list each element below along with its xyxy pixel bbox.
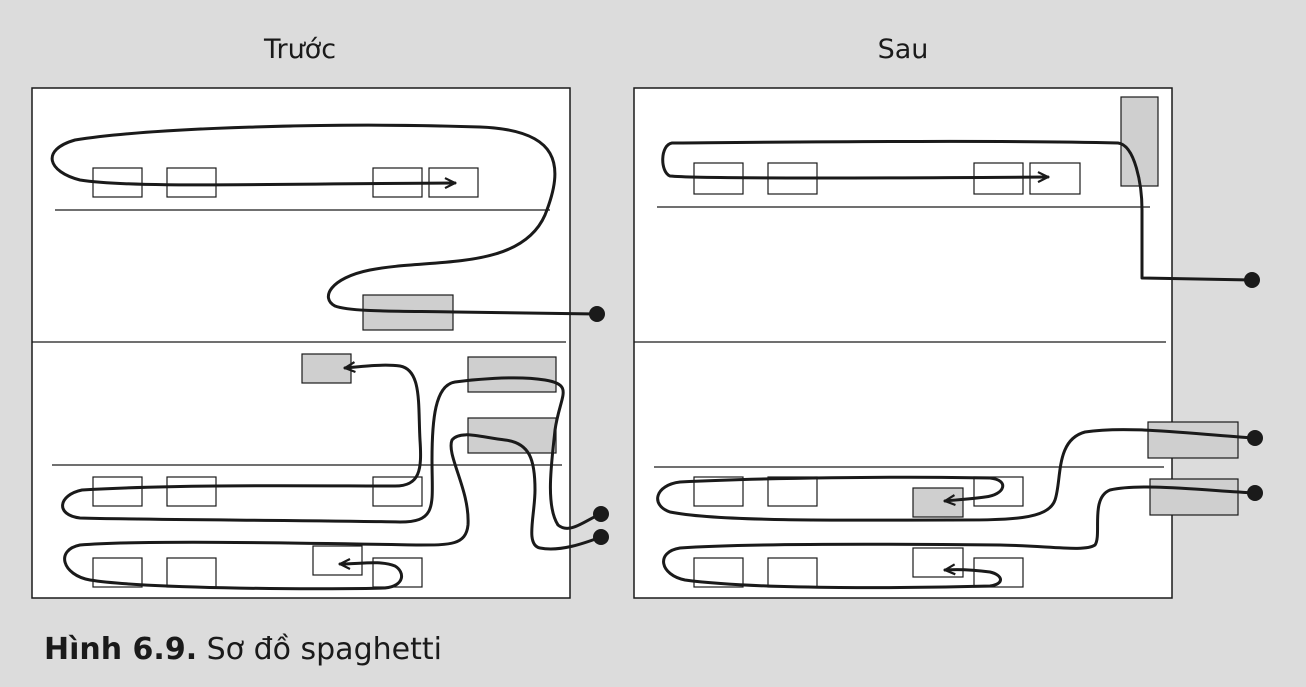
figure-caption-text: Sơ đồ spaghetti: [206, 632, 442, 667]
flow-path-lower-a: [656, 428, 1257, 522]
panel-after: [633, 87, 1263, 599]
workstation-box: [92, 476, 143, 507]
workstation-box: [767, 476, 818, 507]
flow-path-upper: [661, 139, 1254, 282]
workstation-box: [767, 557, 818, 588]
flow-path-upper: [50, 123, 599, 316]
shaded-station: [1147, 421, 1239, 459]
figure-caption: Hình 6.9. Sơ đồ spaghetti: [44, 632, 442, 667]
workstation-box: [166, 557, 217, 588]
flow-path-lower-a: [61, 365, 603, 530]
workstation-box: [372, 476, 423, 507]
shaded-station: [1120, 96, 1159, 187]
workstation-box: [312, 545, 363, 576]
shaded-station: [912, 487, 964, 518]
panel-title-after: Sau: [877, 34, 929, 65]
panel-title-before: Trước: [263, 34, 337, 65]
workstation-box: [912, 547, 964, 578]
flow-path-lower-b: [63, 433, 603, 591]
flow-path-lower-b: [662, 485, 1257, 590]
shaded-station: [1149, 478, 1239, 516]
workstation-box: [166, 476, 217, 507]
workstation-box: [166, 167, 217, 198]
shaded-station: [467, 356, 557, 393]
figure-number: Hình 6.9.: [44, 632, 198, 667]
panel-before: [31, 87, 609, 599]
